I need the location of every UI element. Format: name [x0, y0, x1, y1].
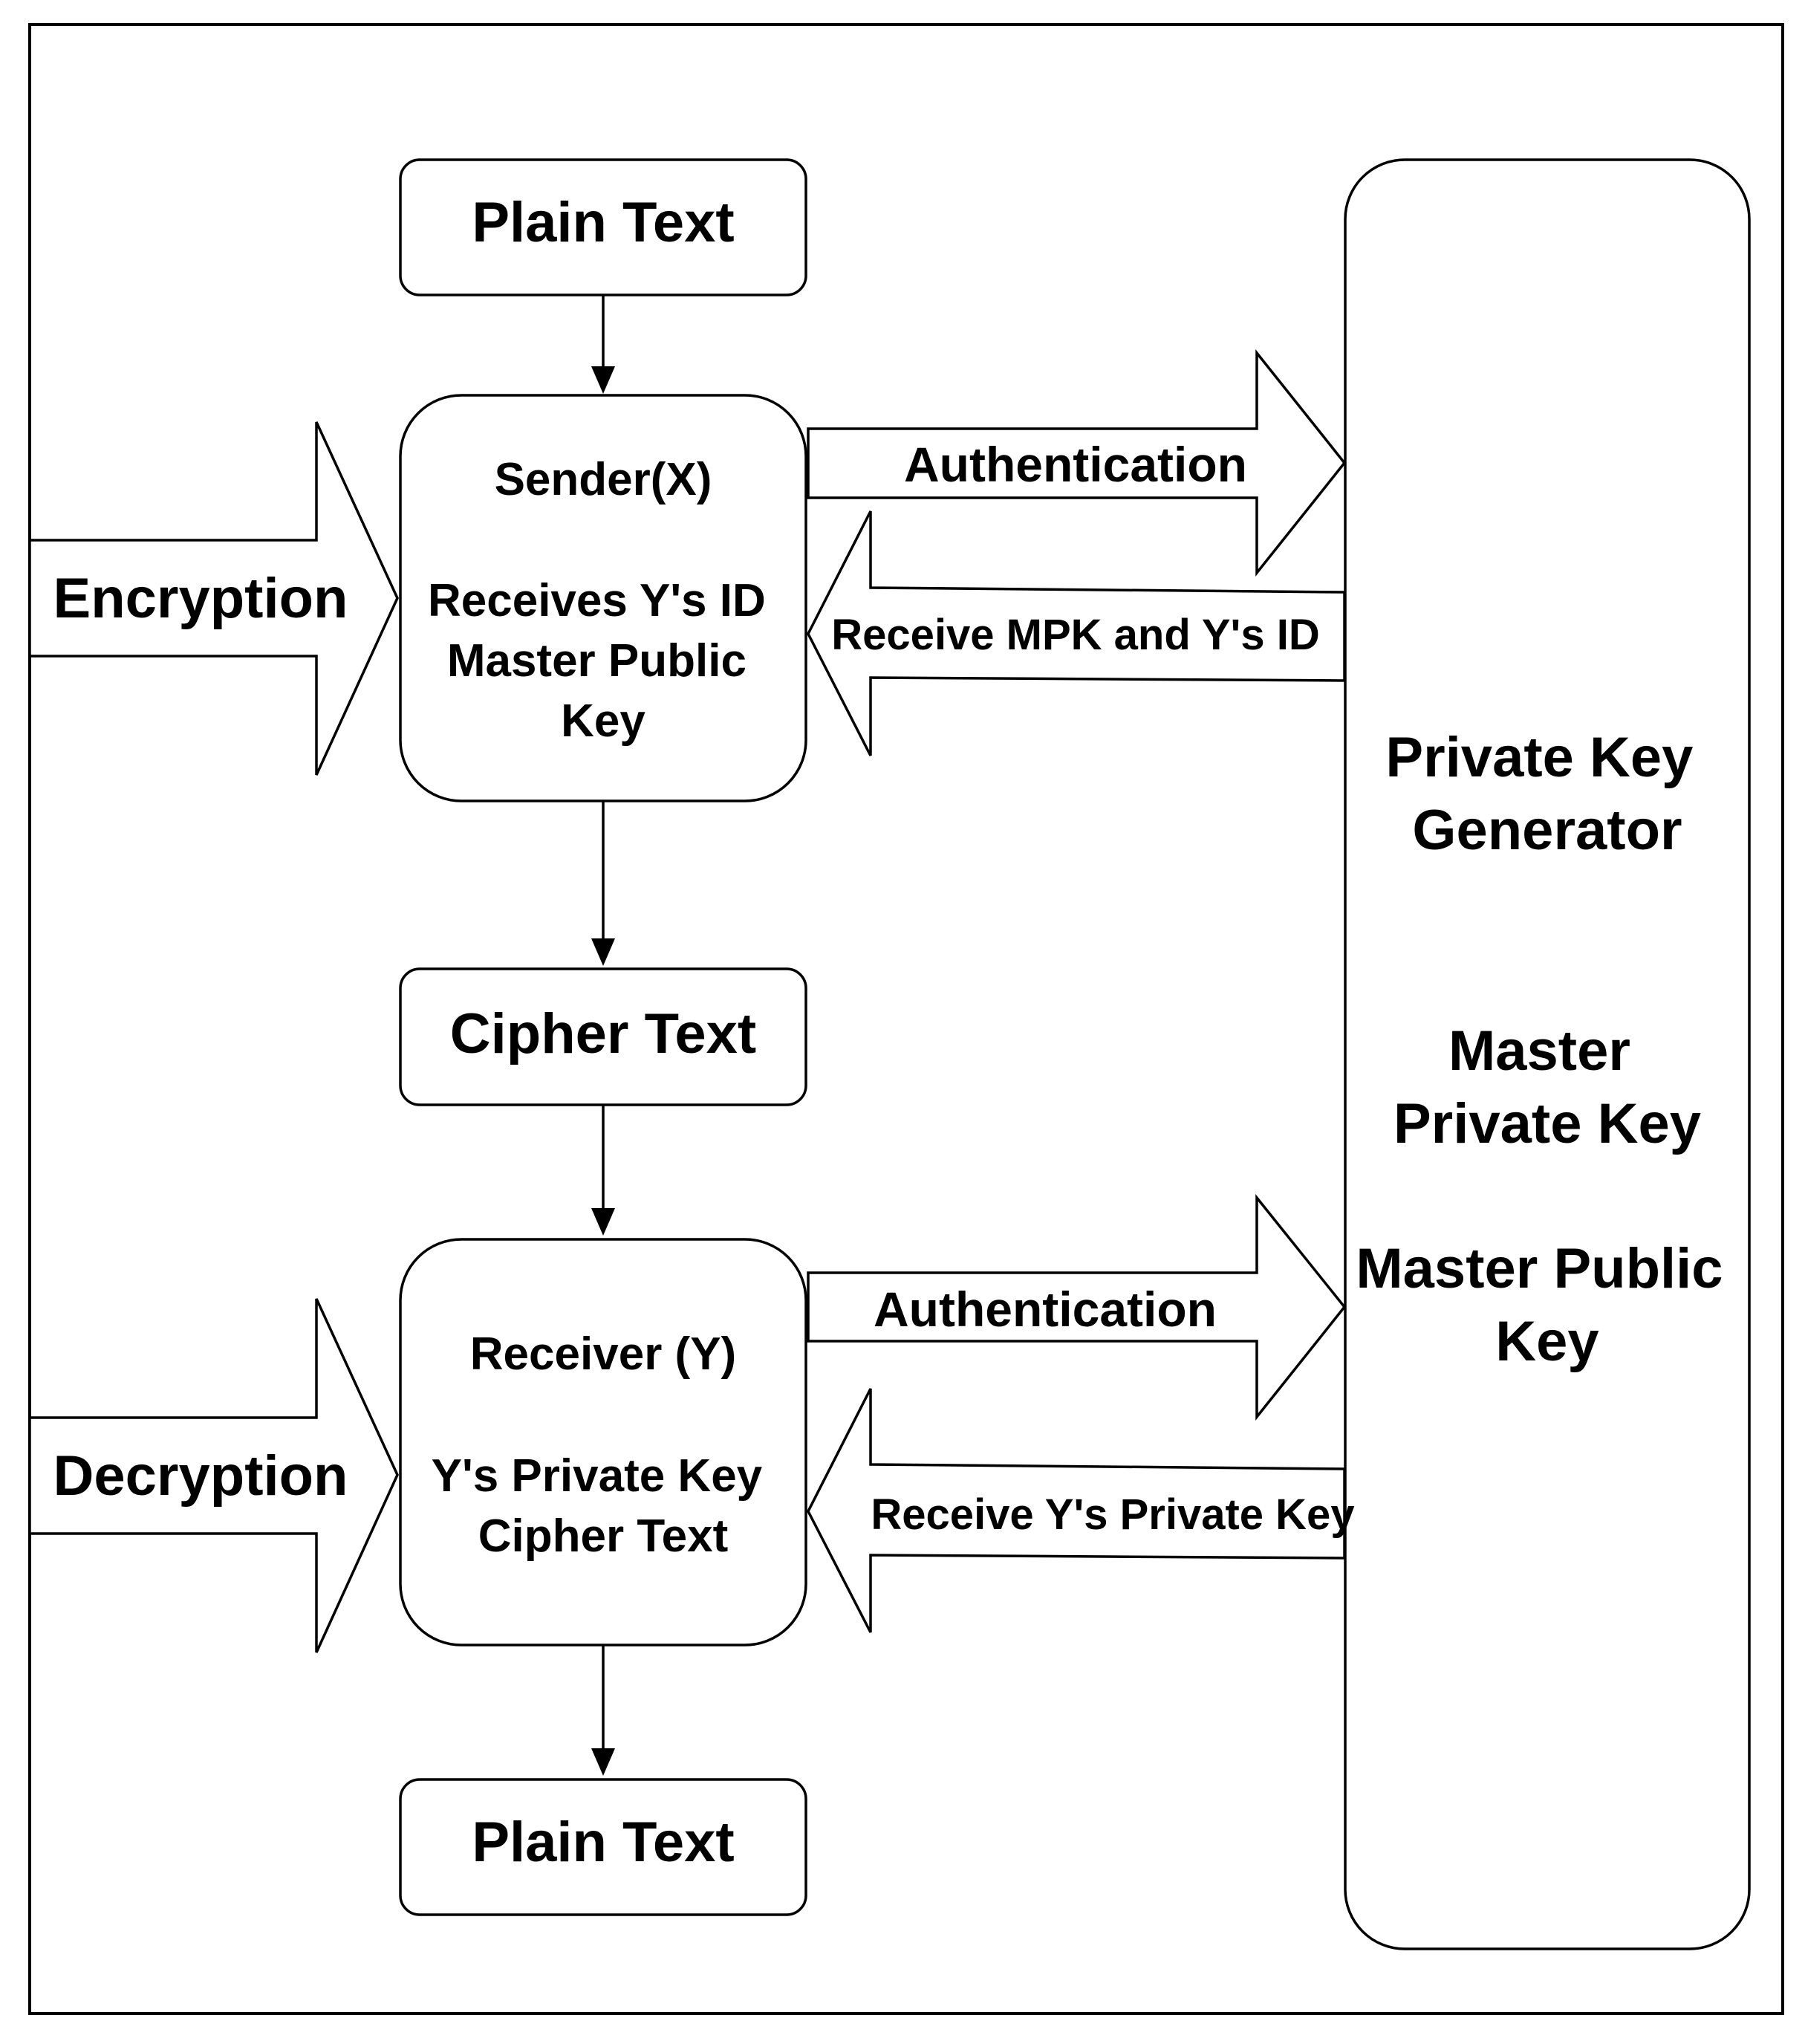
diagram-frame	[28, 23, 1784, 2015]
receive-private-key-label: Receive Y's Private Key	[871, 1490, 1354, 1539]
svg-text:Receives Y's ID Master P: Receives Y's ID Master Public Key	[428, 575, 778, 747]
receiver-box: Receiver (Y) Y's Private Key Cipher Text	[399, 1238, 807, 1646]
svg-text:Y's Private Key Cipher T: Y's Private Key Cipher Text	[432, 1450, 775, 1562]
receive-private-key-arrow: Receive Y's Private Key	[807, 1388, 1355, 1633]
sender-line-1: Receives Y's ID	[428, 575, 766, 626]
authentication-label-top: Authentication	[904, 437, 1247, 492]
encryption-arrow: Encryption	[28, 421, 399, 776]
connector-sender-to-ciphertext	[591, 801, 615, 966]
master-public-key-line-1: Master Public	[1356, 1237, 1723, 1300]
connector-receiver-to-plaintext	[591, 1645, 615, 1776]
receiver-line-2: Cipher Text	[478, 1511, 728, 1562]
master-private-key-line-1: Master	[1448, 1019, 1630, 1083]
sender-line-2: Master Public	[447, 635, 747, 687]
plain-text-top-box: Plain Text	[399, 158, 807, 296]
receive-mpk-arrow: Receive MPK and Y's ID	[807, 510, 1346, 756]
master-private-key-line-2: Private Key	[1393, 1092, 1701, 1155]
pkg-title-line-1: Private Key	[1385, 726, 1693, 789]
private-key-generator-box: Private Key Generator Master Private Key…	[1344, 158, 1751, 1950]
encryption-label: Encryption	[53, 567, 348, 630]
cipher-text-label: Cipher Text	[450, 1002, 756, 1065]
decryption-arrow: Decryption	[28, 1298, 399, 1653]
svg-text:Master Public Key: Master Public Key	[1356, 1237, 1738, 1373]
connector-plaintext-to-sender	[591, 295, 615, 394]
connector-ciphertext-to-receiver	[591, 1105, 615, 1236]
authentication-arrow-bottom: Authentication	[807, 1194, 1347, 1421]
sender-title: Sender(X)	[495, 454, 712, 505]
pkg-title-line-2: Generator	[1412, 799, 1682, 862]
authentication-arrow-top: Authentication	[807, 348, 1347, 577]
svg-text:Master Private Key: Master Private Key	[1393, 1019, 1701, 1155]
plain-text-bottom-box: Plain Text	[399, 1778, 807, 1916]
sender-box: Sender(X) Receives Y's ID Master Public …	[399, 394, 807, 802]
receive-mpk-label: Receive MPK and Y's ID	[831, 611, 1319, 659]
authentication-label-bottom: Authentication	[874, 1282, 1217, 1337]
plain-text-bottom-label: Plain Text	[472, 1811, 734, 1874]
decryption-label: Decryption	[53, 1444, 348, 1508]
master-public-key-line-2: Key	[1495, 1310, 1599, 1373]
cipher-text-box: Cipher Text	[399, 967, 807, 1106]
sender-line-3: Key	[561, 695, 645, 747]
receiver-line-1: Y's Private Key	[432, 1450, 763, 1502]
svg-text:Private Key Generator: Private Key Generator	[1385, 726, 1708, 862]
plain-text-top-label: Plain Text	[472, 191, 734, 254]
receiver-title: Receiver (Y)	[470, 1328, 736, 1380]
